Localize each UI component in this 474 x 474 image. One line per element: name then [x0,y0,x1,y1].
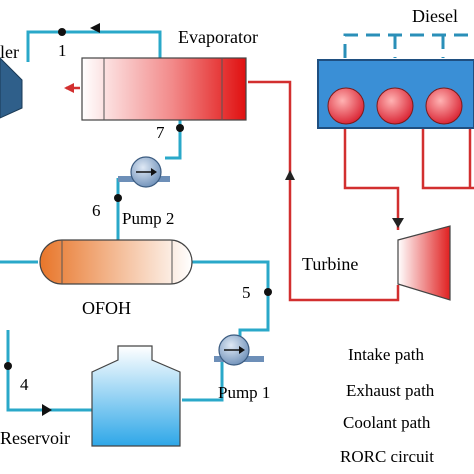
pump-2 [118,156,170,188]
cylinder-2 [376,87,414,125]
evaporator [81,57,247,121]
intake-path [343,33,474,58]
ofoh-label: OFOH [82,298,131,318]
cooler [0,57,23,119]
state-point-1: 1 [58,41,67,60]
reservoir [91,345,181,447]
pump-1-label: Pump 1 [218,383,270,402]
evaporator-label: Evaporator [178,27,258,47]
exhaust-path [248,80,474,302]
cooler-label: ler [0,42,19,62]
arrow-down-icon [392,218,404,228]
state-point-6: 6 [92,201,101,220]
state-point-7: 7 [156,123,165,142]
reservoir-label: Reservoir [0,428,70,448]
legend-rorc: RORC circuit [340,447,434,466]
arrow-left-icon [64,83,74,93]
pump-1 [214,334,264,366]
cylinder-3 [425,87,463,125]
rorc-circuit [0,30,270,412]
turbine-label: Turbine [302,254,358,274]
arrow-left-icon [90,23,100,33]
legend-intake: Intake path [348,345,424,364]
diesel-label: Diesel [412,6,458,26]
cylinder-1 [327,87,365,125]
turbine [397,225,451,301]
ofoh [39,239,193,285]
state-point-4: 4 [20,375,29,394]
pump-2-label: Pump 2 [122,209,174,228]
legend-coolant: Coolant path [343,413,431,432]
arrow-right-icon [42,404,52,416]
legend: Intake path Exhaust path Coolant path RO… [340,345,435,466]
state-point-markers [4,28,272,370]
arrow-up-icon [285,170,295,180]
state-point-5: 5 [242,283,251,302]
legend-exhaust: Exhaust path [346,381,435,400]
